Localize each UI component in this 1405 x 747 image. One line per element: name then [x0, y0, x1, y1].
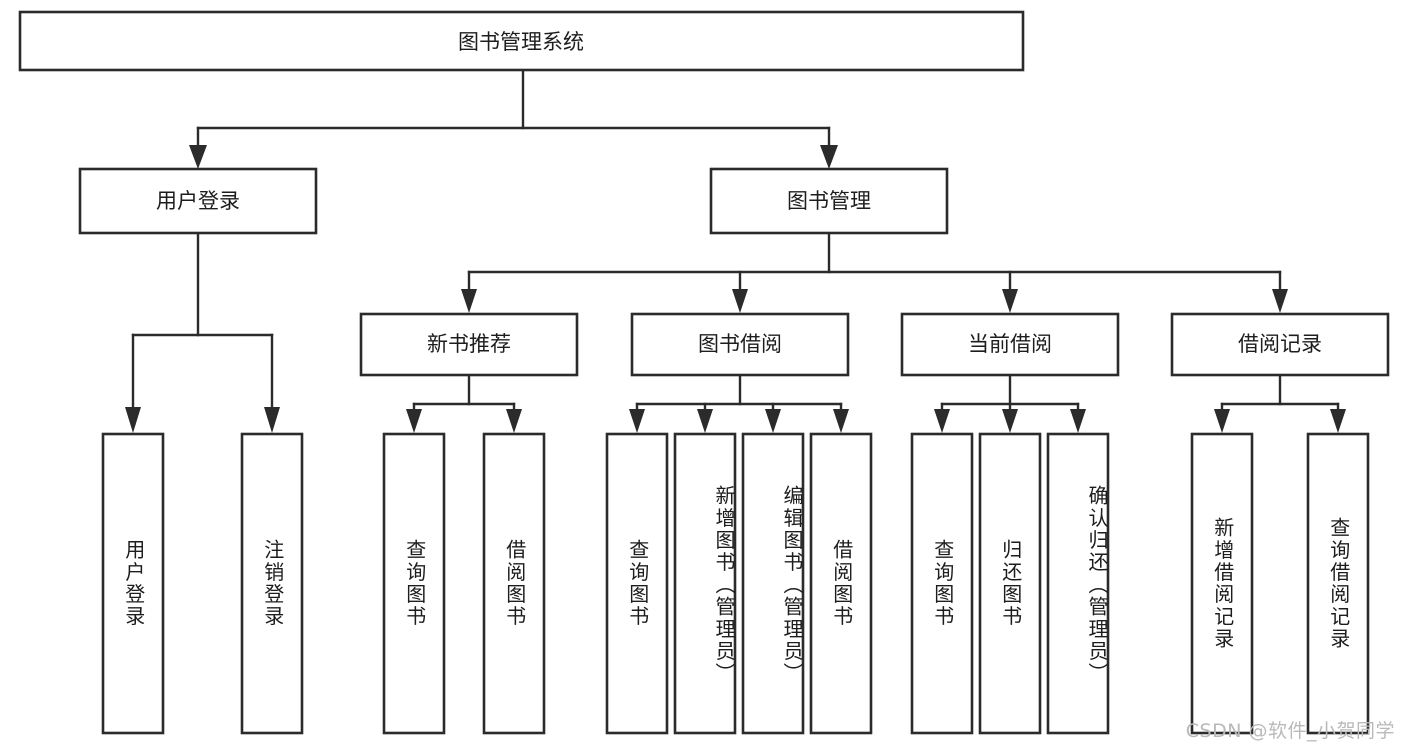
node-root-label: 图书管理系统	[458, 30, 584, 54]
node-borrow-record-box[interactable]	[1170, 312, 1390, 377]
connector-group-current-borrow-children	[934, 373, 1086, 433]
leaf-box-nb-borrow-book[interactable]	[482, 432, 546, 735]
node-book-manage-label: 图书管理	[787, 189, 871, 213]
leaf-box-bb-add-book[interactable]	[673, 432, 737, 735]
leaf-boxes-borrow-record	[1190, 432, 1370, 735]
connector-group-root-to-level2	[189, 68, 838, 169]
leaf-box-cb-return-book[interactable]	[978, 432, 1042, 735]
node-book-borrow-box[interactable]	[630, 312, 850, 377]
node-root-box[interactable]	[18, 10, 1025, 72]
leaf-box-bb-edit-book[interactable]	[741, 432, 805, 735]
leaf-boxes-user-login	[101, 432, 304, 735]
connector-group-user-login-children	[125, 231, 280, 433]
leaf-box-nb-query-book[interactable]	[382, 432, 446, 735]
leaf-box-br-add-record[interactable]	[1190, 432, 1254, 735]
node-current-borrow[interactable]: 当前借阅	[900, 312, 1120, 377]
node-user-login-label: 用户登录	[156, 189, 240, 213]
connector-group-new-book-children	[406, 373, 522, 433]
arrow-head-book-manage	[820, 145, 838, 169]
arrow-head-new-book	[461, 289, 477, 313]
arrow-head-borrow-record	[1272, 289, 1288, 313]
node-borrow-record[interactable]: 借阅记录	[1170, 312, 1390, 377]
arrow-head-cb-leaf2	[1002, 409, 1018, 433]
node-user-login[interactable]: 用户登录	[78, 167, 318, 235]
arrow-head-book-borrow	[732, 289, 748, 313]
node-new-book-recommend-box[interactable]	[359, 312, 579, 377]
node-user-login-box[interactable]	[78, 167, 318, 235]
leaf-box-cb-query-book[interactable]	[910, 432, 974, 735]
arrow-head-cb-leaf1	[934, 409, 950, 433]
leaf-boxes-new-book-recommend	[382, 432, 546, 735]
arrow-head-user-login	[189, 145, 207, 169]
leaf-boxes-book-borrow	[605, 432, 873, 735]
arrow-head-bb-leaf2	[697, 409, 713, 433]
node-borrow-record-label: 借阅记录	[1238, 332, 1322, 356]
arrow-head-current-borrow	[1002, 289, 1018, 313]
connector-group-book-manage-children	[461, 231, 1288, 313]
node-book-borrow-label: 图书借阅	[698, 332, 782, 356]
node-new-book-recommend[interactable]: 新书推荐	[359, 312, 579, 377]
connector-group-book-borrow-children	[629, 373, 849, 433]
leaf-box-br-query-record[interactable]	[1306, 432, 1370, 735]
leaf-box-bb-query-book[interactable]	[605, 432, 669, 735]
arrow-head-bb-leaf1	[629, 409, 645, 433]
leaf-box-logout[interactable]	[240, 432, 304, 735]
node-book-manage[interactable]: 图书管理	[709, 167, 949, 235]
arrow-head-nb-leaf1	[406, 409, 422, 433]
node-book-manage-box[interactable]	[709, 167, 949, 235]
arrow-head-leaf-logout	[264, 407, 280, 433]
leaf-box-cb-confirm-return[interactable]	[1046, 432, 1110, 735]
node-new-book-recommend-label: 新书推荐	[427, 332, 511, 356]
arrow-head-br-leaf2	[1330, 409, 1346, 433]
arrow-head-nb-leaf2	[506, 409, 522, 433]
arrow-head-cb-leaf3	[1070, 409, 1086, 433]
csdn-watermark: CSDN @软件_小贺同学	[1185, 720, 1395, 742]
arrow-head-bb-leaf3	[765, 409, 781, 433]
connector-group-borrow-record-children	[1214, 373, 1346, 433]
arrow-head-bb-leaf4	[833, 409, 849, 433]
arrow-head-br-leaf1	[1214, 409, 1230, 433]
node-current-borrow-box[interactable]	[900, 312, 1120, 377]
leaf-box-bb-borrow-book[interactable]	[809, 432, 873, 735]
leaf-boxes-current-borrow	[910, 432, 1110, 735]
leaf-box-user-login[interactable]	[101, 432, 165, 735]
node-current-borrow-label: 当前借阅	[968, 332, 1052, 356]
node-book-borrow[interactable]: 图书借阅	[630, 312, 850, 377]
arrow-head-leaf-user-login	[125, 407, 141, 433]
node-root[interactable]: 图书管理系统	[18, 10, 1025, 72]
